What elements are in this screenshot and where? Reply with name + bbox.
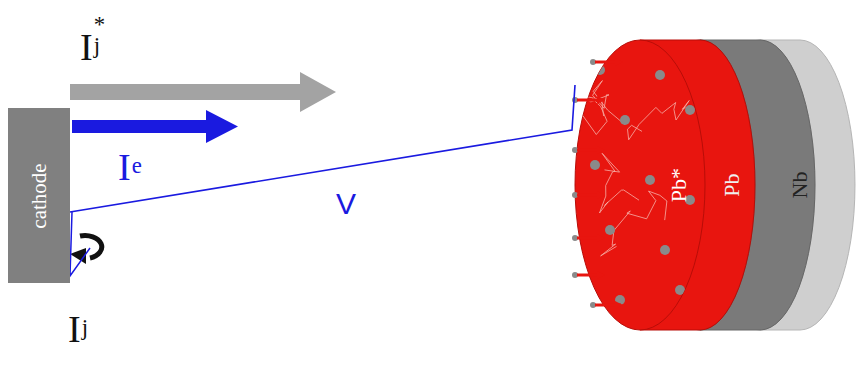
layer-name: cathode [27, 163, 52, 228]
nb-layer-label: Nb [778, 125, 822, 245]
grey-arrow [70, 72, 336, 112]
current-symbol: Ij [68, 304, 98, 348]
layer-name: Pb [719, 173, 745, 196]
ion-arrows [572, 59, 621, 308]
current-symbol: Ij* [80, 22, 110, 66]
blue-arrow [72, 110, 238, 143]
pb-star-layer [513, 25, 755, 330]
voltage-label: V [336, 189, 356, 219]
circular-arrow [70, 212, 102, 276]
layer-name: Pb* [666, 168, 692, 202]
layer-name: Nb [787, 172, 813, 199]
pb-layer-label: Pb [710, 125, 754, 245]
voltage-line [70, 85, 575, 212]
cathode-block: cathode [8, 108, 70, 283]
current-symbol: Ie [118, 142, 148, 186]
pb-star-layer-label: Pb* [575, 40, 705, 330]
